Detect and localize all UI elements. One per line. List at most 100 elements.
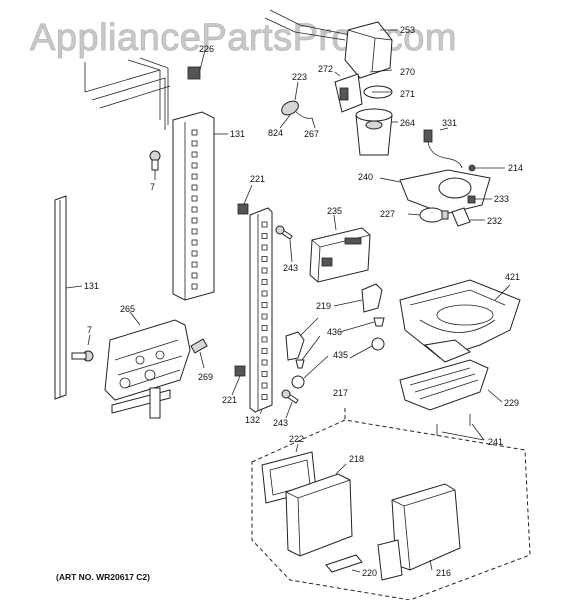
liner-rail-131-left: [54, 195, 83, 400]
callout-272: 272: [318, 64, 333, 74]
callout-331: 331: [442, 118, 457, 128]
callout-269: 269: [198, 372, 213, 382]
rail-slot: [261, 221, 268, 228]
clip-226: [187, 49, 206, 80]
rail-slot: [261, 244, 268, 251]
rail-slot: [191, 151, 198, 158]
callout-226: 226: [199, 44, 214, 54]
rail-slot: [261, 279, 268, 285]
rail-slot: [261, 382, 268, 389]
callout-7-upper: 7: [150, 182, 155, 192]
callout-265: 265: [120, 304, 135, 314]
callout-221-lower: 221: [222, 395, 237, 405]
bracket-265: [104, 311, 191, 419]
harness-331: [423, 127, 463, 169]
callout-241: 241: [488, 437, 503, 447]
callout-217: 217: [333, 388, 348, 398]
housing-216: [377, 483, 461, 581]
socket-232: [451, 207, 485, 227]
callout-222: 222: [289, 434, 304, 444]
bulb-227: [407, 207, 449, 223]
callout-214: 214: [508, 163, 523, 173]
rail-slot: [191, 140, 198, 147]
art-number: (ART NO. WR20617 C2): [56, 572, 150, 582]
liner-rail-131-upper: [172, 111, 228, 301]
watermark-text: AppliancePartsPros.com: [30, 17, 457, 59]
rail-slot: [191, 129, 198, 136]
callout-264: 264: [400, 118, 415, 128]
rail-slot: [261, 313, 268, 320]
callout-223: 223: [292, 72, 307, 82]
bulb-435: [291, 337, 385, 389]
light-housing-219-upper: [333, 283, 383, 313]
rail-slot: [261, 371, 268, 377]
rail-slot: [261, 302, 268, 308]
rail-slot: [261, 267, 268, 274]
rail-slot: [261, 290, 268, 297]
callout-253: 253: [400, 25, 415, 35]
callout-270: 270: [400, 67, 415, 77]
rail-slot: [261, 256, 268, 262]
rail-slot: [191, 184, 198, 191]
rail-slot: [191, 261, 198, 268]
motor-assembly-270: [264, 9, 398, 113]
callout-243-lower: 243: [273, 418, 288, 428]
rail-slot: [191, 250, 198, 257]
kit-217-outline: [251, 408, 531, 600]
gasket-220: [325, 554, 363, 573]
callout-219: 219: [316, 301, 331, 311]
cup-264: [355, 108, 398, 156]
housing-421: [399, 279, 521, 363]
rail-slot: [191, 206, 198, 213]
callout-7-lower: 7: [87, 325, 92, 335]
screw-243-lower: [281, 389, 299, 419]
screw-214: [468, 164, 505, 172]
clip-221-lower: [231, 365, 246, 396]
cover-240: [379, 169, 491, 215]
rail-slot: [261, 394, 268, 400]
rail-slot: [261, 336, 268, 343]
callout-232: 232: [487, 216, 502, 226]
callout-220: 220: [362, 568, 377, 578]
rail-slot: [191, 162, 198, 169]
screw-7-lower: [71, 334, 94, 362]
callout-436: 436: [327, 327, 342, 337]
callout-229: 229: [504, 398, 519, 408]
rail-slot: [191, 217, 198, 224]
cabinet-corner: [84, 57, 171, 130]
screw-7-upper: [149, 150, 161, 180]
screw-243-upper: [275, 225, 293, 263]
callout-421: 421: [505, 272, 520, 282]
liner-rail-132: [249, 207, 273, 415]
fitting-269: [190, 338, 208, 369]
diffuser-229: [399, 359, 503, 411]
rail-slot: [191, 272, 198, 279]
callout-240: 240: [358, 172, 373, 182]
switch-824: [279, 81, 316, 129]
rail-slot: [261, 348, 268, 354]
callout-227: 227: [380, 209, 395, 219]
rail-slot: [191, 283, 198, 290]
rail-slot: [261, 233, 268, 239]
callout-824: 824: [268, 128, 283, 138]
rail-slot: [191, 195, 198, 202]
rail-slot: [261, 325, 268, 331]
bulb-436: [295, 317, 385, 369]
callout-132: 132: [245, 415, 260, 425]
rail-slot: [261, 359, 268, 366]
callout-271: 271: [400, 89, 415, 99]
cover-218: [285, 463, 353, 557]
callout-131-left: 131: [84, 281, 99, 291]
callout-267: 267: [304, 129, 319, 139]
screws-241: [436, 414, 485, 441]
callout-218: 218: [349, 454, 364, 464]
clip-233: [467, 195, 492, 204]
clip-221-upper: [237, 184, 253, 215]
callout-243-upper: 243: [283, 263, 298, 273]
rail-slot: [191, 228, 198, 235]
rail-slot: [191, 173, 198, 180]
cover-235: [309, 214, 371, 283]
light-housing-219-lower: [285, 317, 319, 361]
callout-235: 235: [327, 206, 342, 216]
